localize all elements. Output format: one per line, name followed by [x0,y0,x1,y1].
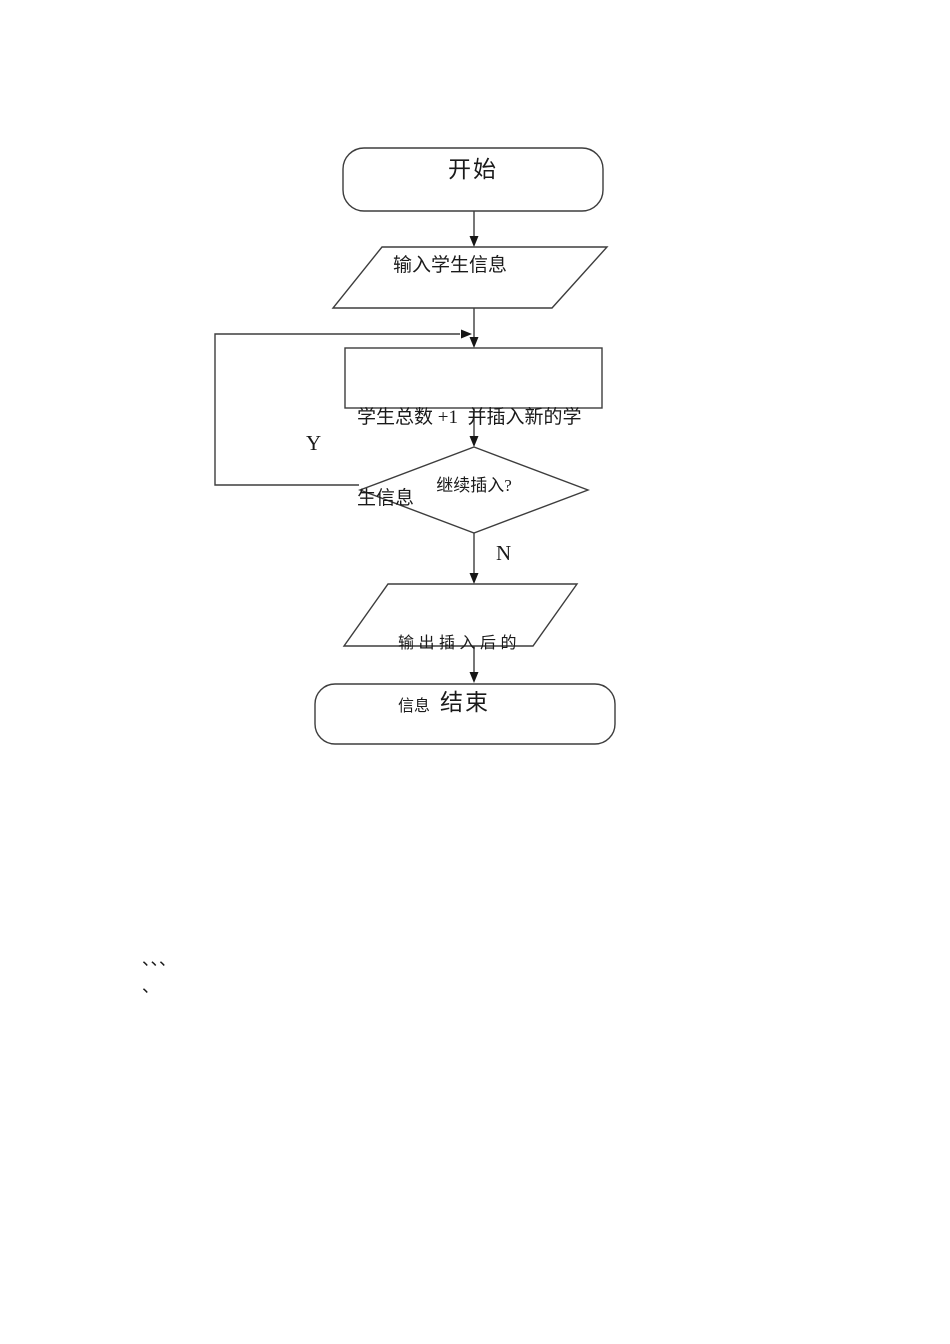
arrowhead-down-icon [469,436,479,447]
decision-label: 继续插入? [436,476,512,495]
arrowhead-right-icon [461,329,472,339]
footer-marks-line2: 、 [142,977,159,996]
end-terminator-shape [314,683,616,745]
process-rect-shape [344,347,603,409]
arrowhead-down-icon [469,672,479,683]
output-label: 输出插入后的 信息 [398,591,521,759]
start-terminator-shape [342,147,604,212]
arrowhead-down-icon [469,337,479,348]
input-label: 输入学生信息 [393,255,508,276]
process-label-line1: 学生总数 +1 并插入新的学 [357,407,582,428]
output-io-shape [342,583,579,647]
process-label: 学生总数 +1 并插入新的学 生信息 [357,350,599,566]
arrowhead-down-icon [469,236,479,247]
end-label: 结束 [440,690,490,715]
process-label-line2: 生信息 [357,488,415,509]
arrowhead-down-icon [469,573,479,584]
footer-marks-line1: 、、、 [142,950,176,969]
output-label-line1: 输出插入后的 [398,635,522,652]
start-label: 开始 [448,157,498,182]
footer-marks: 、、、 、 [142,946,176,1000]
input-io-shape [331,246,609,309]
output-label-line2: 信息 [398,698,431,715]
branch-label-yes: Y [306,431,322,455]
branch-label-no: N [496,541,512,565]
edge-decision-loop-to-process [214,333,460,486]
